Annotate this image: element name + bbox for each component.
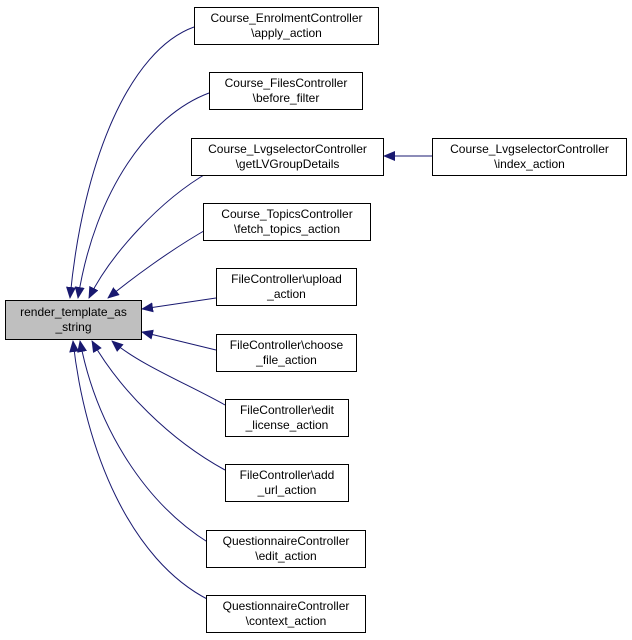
node-label-line1: FileController\edit: [239, 403, 335, 417]
node-label-line1: FileController\choose: [229, 338, 344, 352]
node-course-topics-fetch-topics[interactable]: Course_TopicsController \fetch_topics_ac…: [203, 203, 371, 241]
edge-q-edit: [77, 340, 210, 544]
node-label-line2: \context_action: [245, 614, 327, 628]
node-questionnaire-edit-action[interactable]: QuestionnaireController \edit_action: [206, 530, 366, 568]
node-label-line1: Course_FilesController: [224, 76, 348, 90]
node-label-line2: \apply_action: [251, 26, 322, 40]
node-label-line2: \index_action: [494, 157, 565, 171]
edge-getlvgroupdetails: [88, 171, 210, 299]
node-file-add-url-action[interactable]: FileController\add _url_action: [225, 464, 349, 502]
node-questionnaire-context-action[interactable]: QuestionnaireController \context_action: [206, 595, 366, 633]
node-label-line2: _string: [55, 320, 92, 334]
node-file-upload-action[interactable]: FileController\upload _action: [216, 268, 357, 306]
edge-add-url: [91, 340, 226, 471]
node-label-line2: _file_action: [256, 353, 317, 367]
node-lvgselector-index-action[interactable]: Course_LvgselectorController \index_acti…: [432, 138, 627, 176]
node-label-line1: QuestionnaireController: [222, 599, 350, 613]
node-course-enrolment-apply[interactable]: Course_EnrolmentController \apply_action: [194, 7, 379, 45]
node-render-template-as-string[interactable]: render_template_as _string: [5, 300, 142, 340]
node-course-files-before-filter[interactable]: Course_FilesController \before_filter: [209, 72, 363, 110]
node-label-line2: \getLVGroupDetails: [235, 157, 340, 171]
node-label-line2: _url_action: [257, 483, 317, 497]
node-label-line2: _license_action: [245, 418, 329, 432]
node-file-choose-file-action[interactable]: FileController\choose _file_action: [216, 334, 357, 372]
node-label-line1: Course_TopicsController: [221, 207, 353, 221]
node-lvgselector-getlvgroupdetails[interactable]: Course_LvgselectorController \getLVGroup…: [191, 138, 384, 176]
node-label-line1: QuestionnaireController: [222, 534, 350, 548]
edge-choose-file: [141, 329, 217, 351]
node-label-line2: \edit_action: [255, 549, 317, 563]
node-label-line2: \fetch_topics_action: [233, 222, 341, 236]
edge-edit-license: [111, 340, 226, 406]
node-label-line1: FileController\upload: [231, 272, 342, 286]
node-file-edit-license-action[interactable]: FileController\edit _license_action: [225, 399, 349, 437]
node-label-line1: Course_LvgselectorController: [208, 142, 367, 156]
edge-upload: [141, 297, 217, 313]
node-label-line1: Course_LvgselectorController: [450, 142, 609, 156]
node-label-line2: _action: [267, 287, 306, 301]
edge-fetch-topics: [107, 227, 210, 299]
edge-before-filter: [74, 92, 210, 299]
node-label-line1: FileController\add: [239, 468, 335, 482]
node-label-line1: render_template_as: [20, 305, 127, 319]
edge-apply-action: [66, 26, 195, 299]
edge-q-context: [69, 340, 210, 601]
node-label-line1: Course_EnrolmentController: [210, 11, 363, 25]
node-label-line2: \before_filter: [252, 91, 320, 105]
